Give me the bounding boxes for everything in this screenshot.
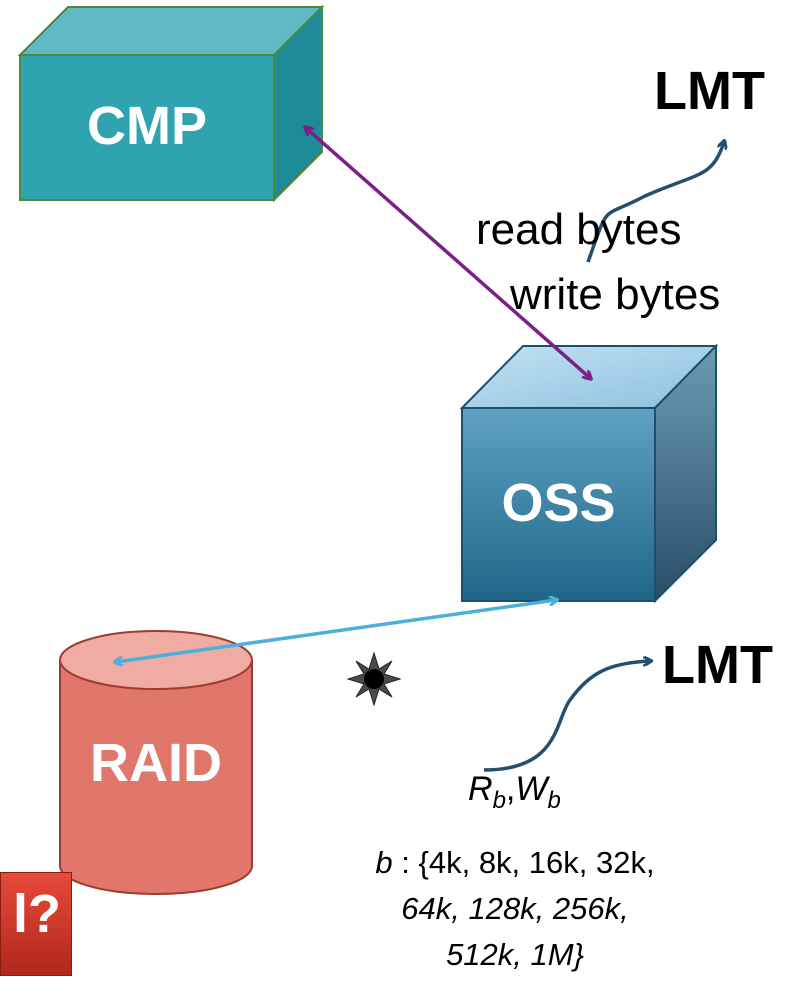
block-sizes-line3: 512k, 1M} xyxy=(300,932,730,978)
oss-raid-arrow xyxy=(116,600,556,662)
partial-box-text: l? xyxy=(13,884,61,944)
block-sizes-line1: b : {4k, 8k, 16k, 32k, xyxy=(300,840,730,886)
block-sizes-text: b : {4k, 8k, 16k, 32k, 64k, 128k, 256k, … xyxy=(300,840,730,978)
partial-red-box: l? xyxy=(0,872,72,976)
rb-subscript: b xyxy=(492,786,506,814)
block-sizes-line2-text: 64k, 128k, 256k, xyxy=(401,891,629,926)
block-sizes-line1-text: : {4k, 8k, 16k, 32k, xyxy=(392,845,655,880)
comma-separator: , xyxy=(505,770,516,808)
sun-burst-icon xyxy=(346,651,402,707)
wb-symbol: W xyxy=(515,770,548,808)
block-sizes-line2: 64k, 128k, 256k, xyxy=(300,886,730,932)
oss-label: OSS xyxy=(501,473,616,533)
rb-wb-label: Rb,Wb xyxy=(468,770,561,815)
wb-subscript: b xyxy=(547,786,561,814)
b-variable: b xyxy=(375,845,393,880)
rb-symbol: R xyxy=(468,770,493,808)
read-bytes-label: read bytes xyxy=(476,205,682,254)
raid-label: RAID xyxy=(90,733,222,793)
curve-arrow-bottom xyxy=(483,661,650,772)
lmt-bottom-label: LMT xyxy=(662,635,773,695)
cmp-node xyxy=(17,4,325,203)
block-sizes-line3-text: 512k, 1M} xyxy=(446,937,584,972)
write-bytes-label: write bytes xyxy=(510,270,721,319)
lmt-top-label: LMT xyxy=(654,61,765,121)
cmp-label: CMP xyxy=(87,96,207,156)
cmp-oss-arrow xyxy=(306,128,590,378)
curve-arrow-top xyxy=(586,142,724,263)
